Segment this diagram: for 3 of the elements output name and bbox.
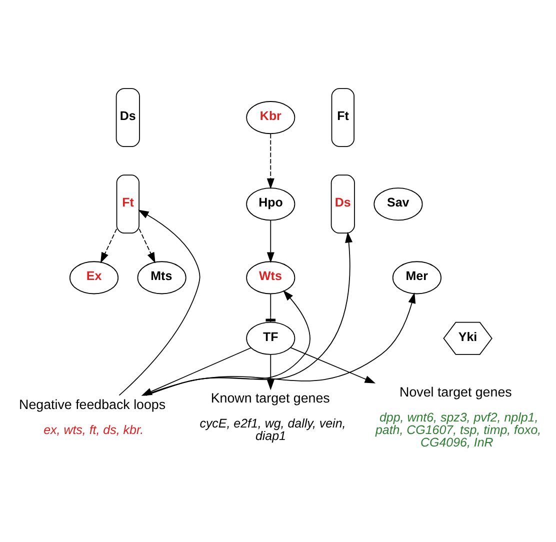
node-text: Known target genes cycE, e2f1, wg, dally, vein, diap1 (200, 390, 346, 444)
node-text: Negative feedback loops ex, wts, ft, ds, kbr. (19, 396, 166, 437)
node-text: Novel target genes dpp, wnt6, spz3, pvf2, nplp1, path, CG1607, tsp, timp, foxo, CG4096, InR (375, 384, 542, 450)
